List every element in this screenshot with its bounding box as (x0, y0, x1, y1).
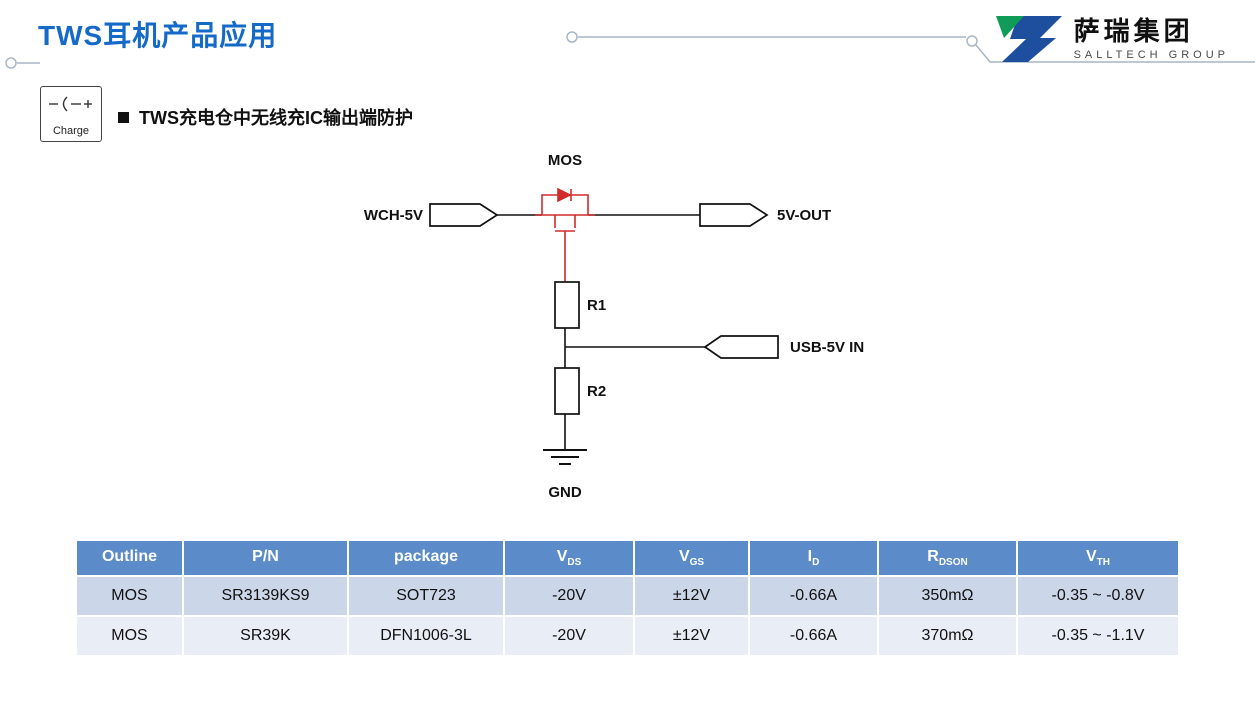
table-cell: 370mΩ (879, 617, 1016, 655)
logo-name: 萨瑞集团 (1073, 15, 1194, 46)
resistor-r1 (554, 281, 580, 329)
r1-label: R1 (587, 297, 606, 314)
th-rdson: RDSON (879, 541, 1016, 575)
th-vds: VDS (505, 541, 633, 575)
table-cell: DFN1006-3L (349, 617, 503, 655)
logo-text: 萨瑞集团 SALLTECH GROUP (1073, 15, 1229, 62)
th-outline: Outline (77, 541, 182, 575)
table-header-row: Outline P/N package VDS VGS ID RDSON VTH (77, 541, 1178, 575)
table-cell: ±12V (635, 577, 748, 615)
table-row: MOS SR39K DFN1006-3L -20V ±12V -0.66A 37… (77, 617, 1178, 655)
logo-mark-icon (995, 16, 1062, 62)
section-heading-text: TWS充电仓中无线充IC输出端防护 (139, 108, 413, 128)
header-divider-line (5, 31, 1255, 69)
input-connector (429, 203, 499, 227)
table-cell: -0.35 ~ -0.8V (1018, 577, 1178, 615)
mos-label: MOS (548, 152, 582, 169)
gnd-label: GND (548, 484, 582, 501)
table-cell: MOS (77, 617, 182, 655)
table-cell: SR39K (184, 617, 347, 655)
usb-in-label: USB-5V IN (790, 339, 864, 356)
page-title: TWS耳机产品应用 (38, 20, 278, 51)
th-package: package (349, 541, 503, 575)
table-cell: 350mΩ (879, 577, 1016, 615)
logo: 萨瑞集团 SALLTECH GROUP (994, 12, 1229, 66)
table-cell: -20V (505, 617, 633, 655)
mosfet-symbol (535, 187, 595, 282)
table-cell: -0.66A (750, 617, 877, 655)
circuit-diagram: MOS WCH-5V 5V-OUT R1 R2 USB-5V IN GND (364, 152, 864, 501)
th-pn: P/N (184, 541, 347, 575)
usb-connector (703, 335, 779, 359)
table-cell: SOT723 (349, 577, 503, 615)
circuit-wires (497, 214, 705, 465)
th-vth: VTH (1018, 541, 1178, 575)
ground-symbol (543, 449, 587, 465)
charge-badge: Charge (40, 86, 102, 142)
charge-label: Charge (52, 125, 90, 137)
table-cell: -0.66A (750, 577, 877, 615)
r2-label: R2 (587, 383, 606, 400)
spec-table: Outline P/N package VDS VGS ID RDSON VTH… (75, 539, 1180, 657)
body-diode-icon (557, 187, 572, 203)
th-id: ID (750, 541, 877, 575)
table-cell: SR3139KS9 (184, 577, 347, 615)
table-cell: -20V (505, 577, 633, 615)
table-row: MOS SR3139KS9 SOT723 -20V ±12V -0.66A 35… (77, 577, 1178, 615)
logo-subtitle: SALLTECH GROUP (1073, 49, 1229, 62)
output-connector (699, 203, 769, 227)
battery-charge-icon (49, 96, 92, 112)
bullet-square-icon (118, 111, 129, 123)
input-label: WCH-5V (364, 207, 423, 224)
section-heading: TWS充电仓中无线充IC输出端防护 (118, 104, 413, 130)
table-cell: ±12V (635, 617, 748, 655)
th-vgs: VGS (635, 541, 748, 575)
output-label: 5V-OUT (777, 207, 831, 224)
table-cell: -0.35 ~ -1.1V (1018, 617, 1178, 655)
resistor-r2 (554, 367, 580, 415)
table-cell: MOS (77, 577, 182, 615)
